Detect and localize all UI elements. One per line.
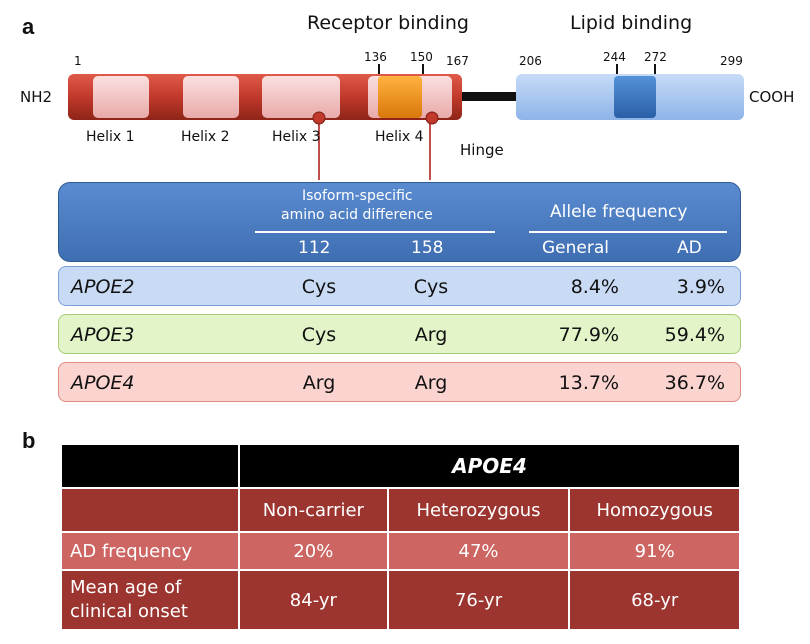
allele-header: Allele frequency [550,202,688,222]
aa-158: Arg [414,324,448,346]
ad-frequency-heterozygous: 47% [388,533,569,569]
isoform-row-apoe4: APOE4 Arg Arg 13.7% 36.7% [58,362,741,402]
receptor-binding-region [378,76,422,118]
row-onset-label: Mean age of clinical onset [62,571,238,629]
isoform-name: APOE3 [71,324,135,346]
position-167: 167 [446,54,469,68]
aa-112: Cys [301,324,337,346]
isoform-row-apoe2: APOE2 Cys Cys 8.4% 3.9% [58,266,741,306]
col-general-header: General [542,238,609,258]
hinge-label: Hinge [460,141,504,159]
ad-frequency-homozygous: 91% [570,533,739,569]
general-frequency: 13.7% [558,372,619,394]
position-150: 150 [410,50,433,64]
residue-158-marker [425,111,439,125]
aa-112: Cys [301,276,337,298]
onset-homozygous: 68-yr [570,571,739,629]
onset-non-carrier: 84-yr [240,571,387,629]
isoform-underline [255,231,495,233]
onset-heterozygous: 76-yr [388,571,569,629]
onset-label-line2: clinical onset [70,601,188,622]
helix-3-label: Helix 3 [272,129,321,145]
row-ad-frequency-label: AD frequency [62,533,238,569]
hinge-region [458,92,520,101]
lipid-binding-label: Lipid binding [570,12,693,34]
position-272: 272 [644,50,667,64]
ad-frequency: 3.9% [676,276,725,298]
general-frequency: 8.4% [570,276,619,298]
col-ad-header: AD [677,238,702,258]
cooh-terminus-label: COOH [749,88,795,106]
isoform-table-header: Isoform-specific amino acid difference A… [58,182,741,262]
ad-frequency-non-carrier: 20% [240,533,387,569]
helix-3-block [262,76,340,118]
ad-frequency: 36.7% [664,372,725,394]
col-158-header: 158 [411,238,444,258]
apoe-domain-diagram [68,64,744,180]
helix-1-block [93,76,149,118]
position-1: 1 [74,54,82,68]
isoform-name: APOE4 [71,372,135,394]
apoe4-header: APOE4 [240,445,739,487]
helix-2-label: Helix 2 [181,129,230,145]
general-frequency: 77.9% [558,324,619,346]
position-244: 244 [603,50,626,64]
isoform-row-apoe3: APOE3 Cys Arg 77.9% 59.4% [58,314,741,354]
col-112-header: 112 [298,238,331,258]
isoform-name: APOE2 [71,276,135,298]
corner-cell [62,445,238,487]
allele-underline [529,231,727,233]
onset-label-line1: Mean age of [70,577,182,598]
col-homozygous: Homozygous [570,489,739,531]
aa-158: Cys [413,276,449,298]
aa-112: Arg [302,372,336,394]
position-136: 136 [364,50,387,64]
panel-a-letter: a [22,14,35,39]
helix-4-label: Helix 4 [375,129,424,145]
helix-1-label: Helix 1 [86,129,135,145]
aa-158: Arg [414,372,448,394]
col-heterozygous: Heterozygous [388,489,569,531]
nh2-terminus-label: NH2 [20,88,53,106]
blank-label-cell [62,489,238,531]
panel-b-letter: b [22,428,36,453]
lipid-binding-core [614,76,656,118]
isoform-header-line1: Isoform-specific [302,188,413,204]
receptor-binding-label: Receptor binding [307,12,469,34]
col-non-carrier: Non-carrier [240,489,387,531]
position-299: 299 [720,54,743,68]
position-206: 206 [519,54,542,68]
isoform-header-line2: amino acid difference [281,207,433,223]
ad-frequency: 59.4% [664,324,725,346]
residue-112-marker [312,111,326,125]
helix-2-block [183,76,239,118]
apoe4-genotype-table: APOE4 Non-carrier Heterozygous Homozygou… [60,443,741,631]
